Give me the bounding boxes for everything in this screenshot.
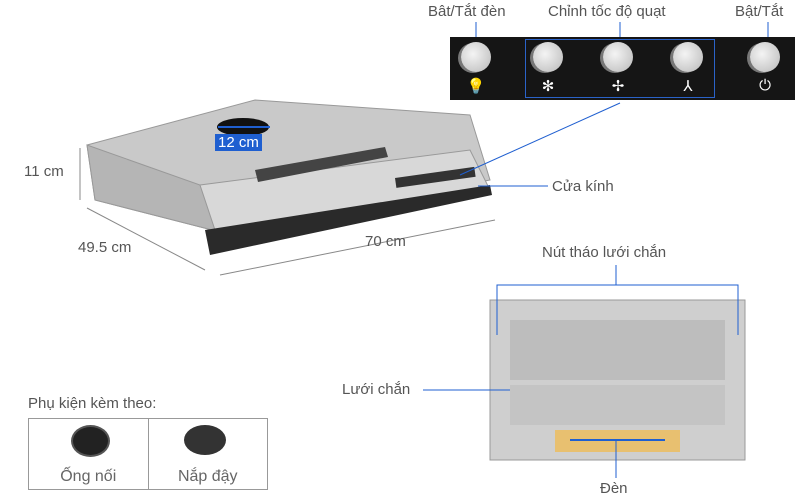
fan-low-icon: ⅄: [683, 78, 693, 95]
accessory-duct-connector: Ống nối: [29, 419, 148, 489]
power-icon: ⏻: [759, 77, 771, 94]
fan-medium-icon: ✢: [611, 78, 625, 95]
power-knob[interactable]: [750, 42, 780, 72]
control-panel: 💡 ✻ ✢ ⅄ ⏻: [450, 37, 795, 100]
accessory-label: Ống nối: [60, 468, 117, 485]
light-knob[interactable]: [461, 42, 491, 72]
accessory-label: Nắp đậy: [177, 468, 238, 485]
speed-label: Chỉnh tốc độ quạt: [548, 3, 666, 20]
speed-2-knob[interactable]: [603, 42, 633, 72]
fan-high-icon: ✻: [541, 78, 555, 95]
filter-top: [510, 320, 725, 380]
control-strip: [395, 166, 476, 188]
power-label: Bật/Tắt: [735, 3, 784, 20]
vent-slots: [255, 147, 388, 182]
depth-label: 49.5 cm: [78, 239, 132, 256]
filter-label: Lưới chắn: [342, 381, 411, 398]
release-label: Nút tháo lưới chắn: [542, 244, 667, 261]
light-bulb-icon: 💡: [466, 78, 486, 95]
width-label: 70 cm: [365, 233, 406, 250]
speed-3-knob[interactable]: [673, 42, 703, 72]
accessories-table: Ống nối Nắp đậy: [28, 418, 268, 490]
duct-connector-image: [71, 425, 110, 457]
accessories-title: Phụ kiện kèm theo:: [28, 395, 157, 412]
filter-bottom: [510, 385, 725, 425]
lamp-label: Đèn: [600, 480, 628, 497]
cap-image: [183, 425, 226, 455]
speed-highlight: [525, 39, 715, 98]
glass-label: Cửa kính: [552, 178, 614, 195]
hood-bottom-edge: [205, 185, 492, 255]
speed-1-knob[interactable]: [533, 42, 563, 72]
height-label: 11 cm: [24, 163, 64, 180]
accessory-cap: Nắp đậy: [147, 419, 268, 489]
duct-size-label: 12 cm: [215, 134, 262, 151]
light-label: Bât/Tắt đèn: [428, 3, 506, 20]
